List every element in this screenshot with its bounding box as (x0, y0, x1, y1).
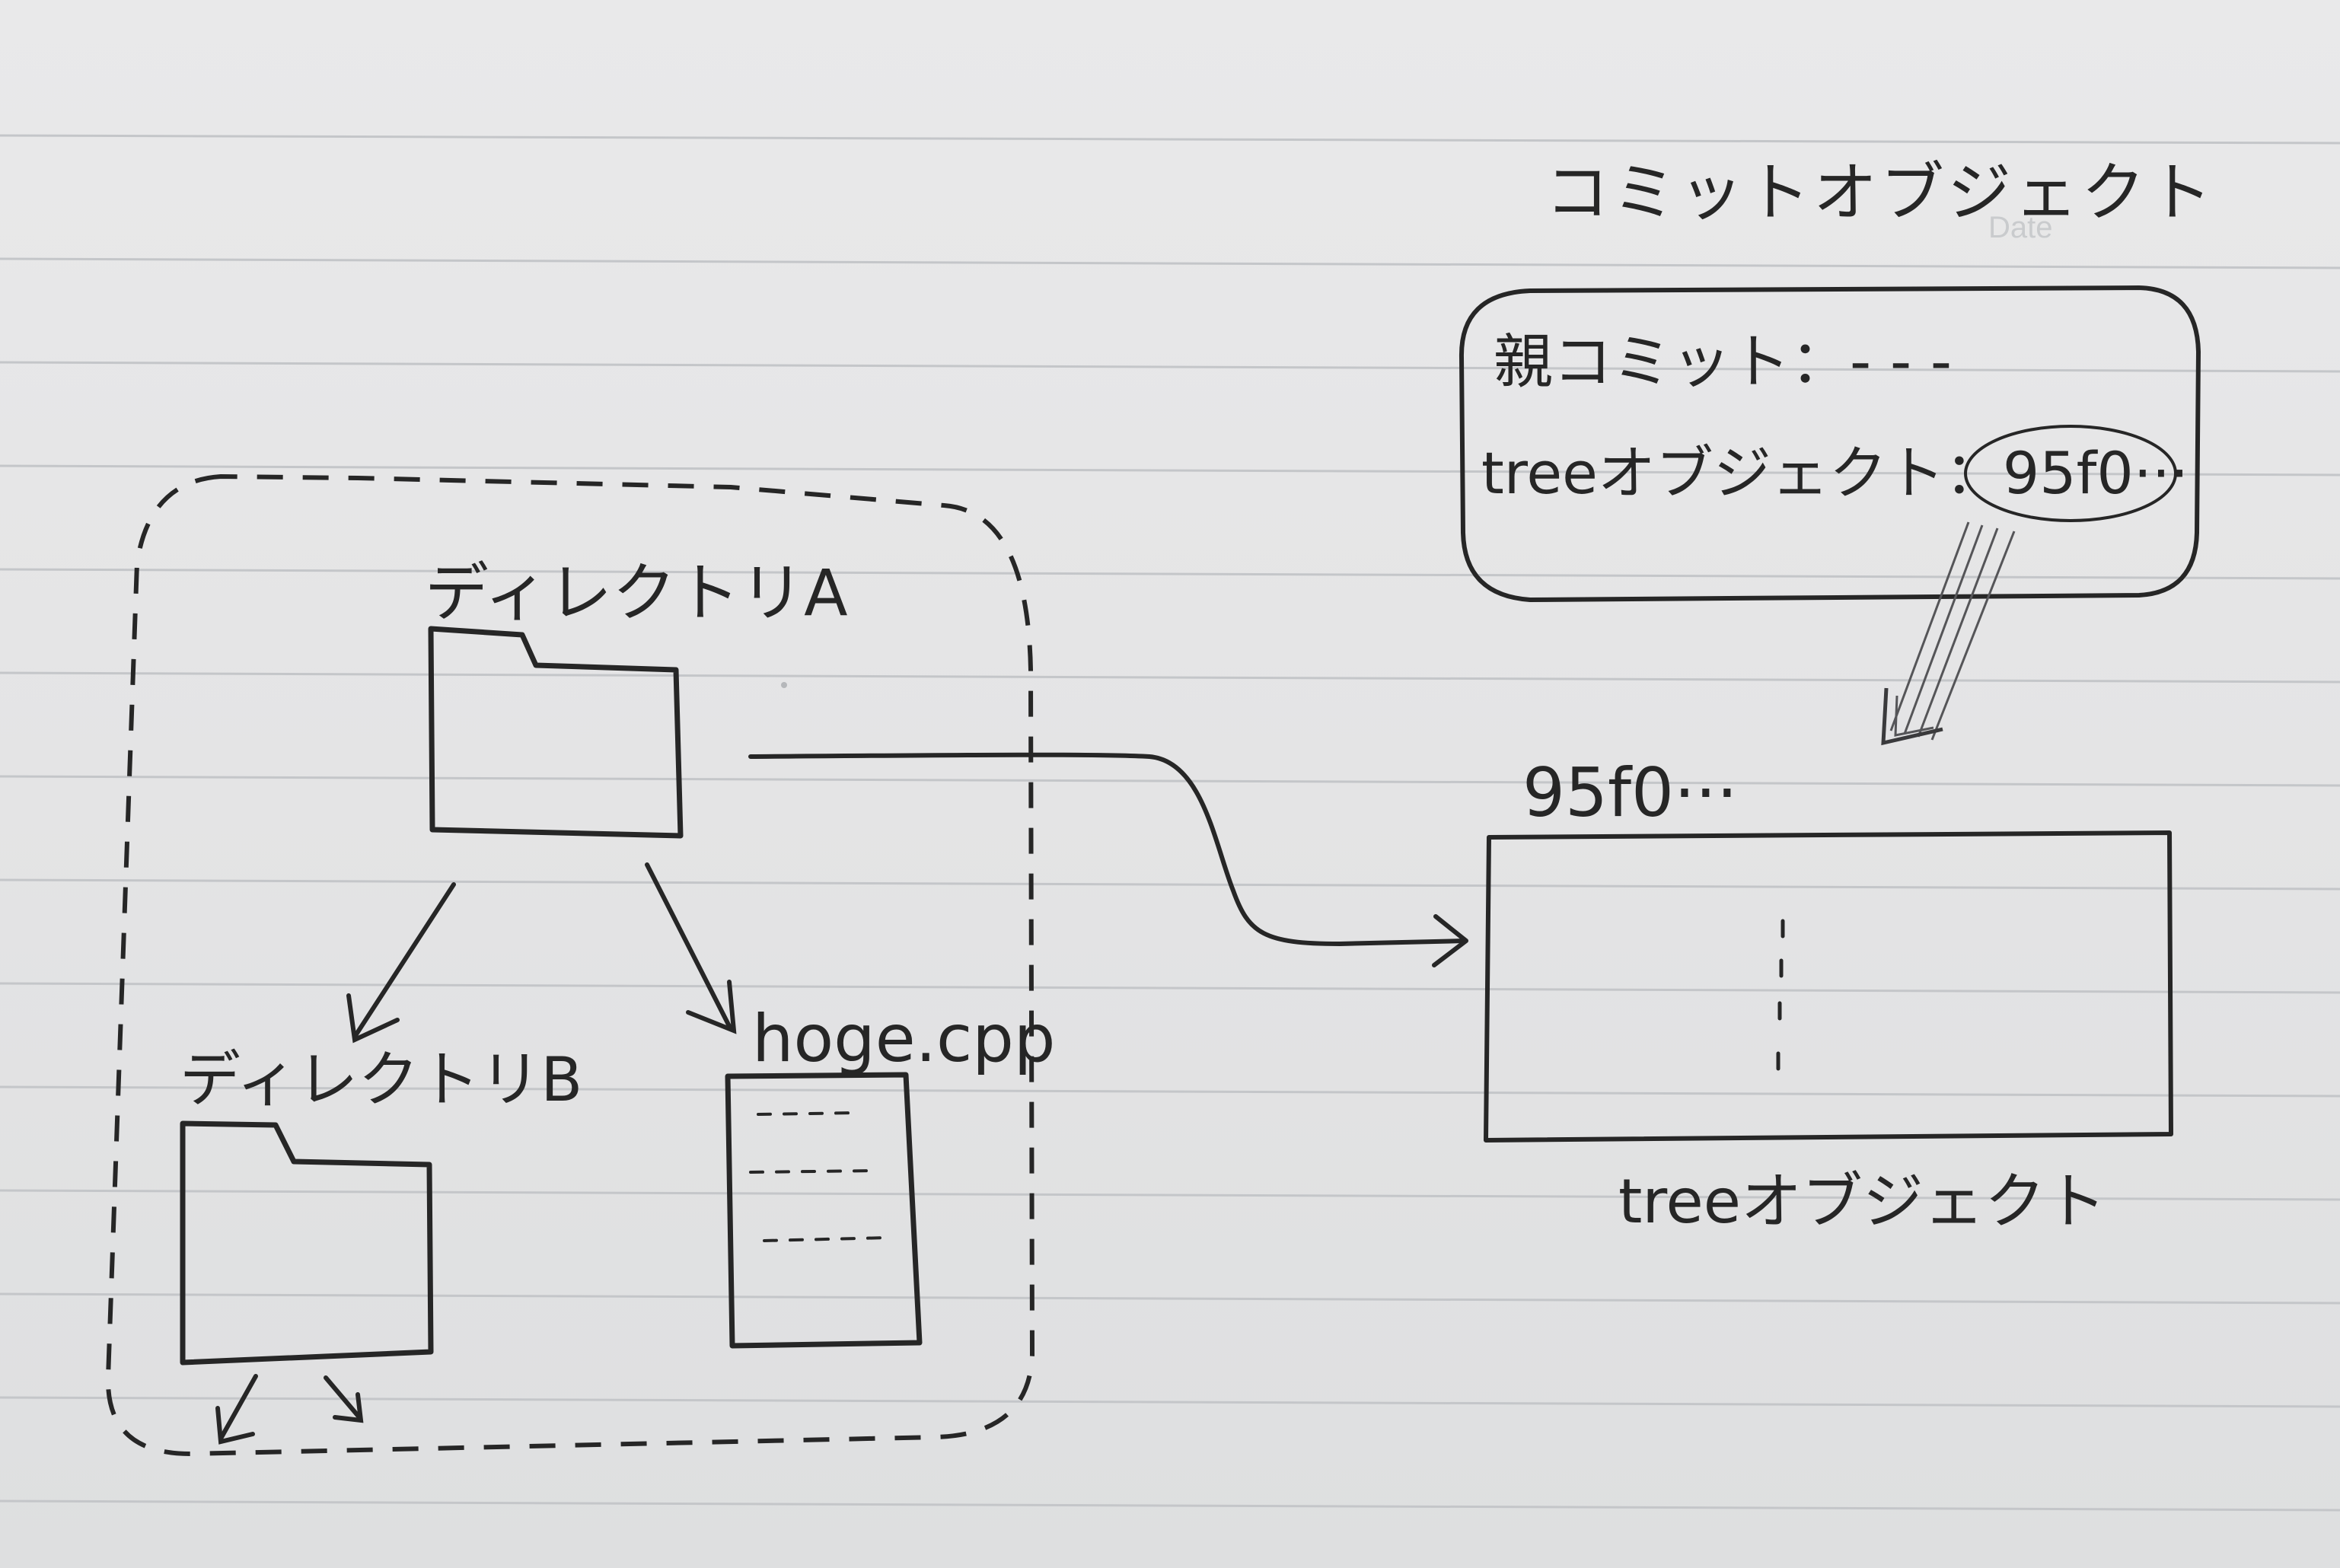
hash-highlight-circle (1964, 425, 2177, 522)
directory-b-child-arrows (215, 1374, 364, 1445)
directory-a-label: ディレクトリA (425, 556, 848, 630)
commit-object-title: コミットオブジェクト (1545, 155, 2215, 230)
arrow-a-to-b (352, 882, 456, 1039)
tree-ref-hash: 95f0··· (2003, 439, 2189, 507)
tree-ref-separator: ： (1945, 439, 2003, 507)
directory-to-tree-arrowhead (1432, 914, 1468, 967)
tree-object-hash-label: 95f0··· (1522, 754, 1738, 832)
directory-to-tree-arrow (748, 752, 1467, 947)
working-tree-boundary (105, 473, 1035, 1457)
tree-ref-key: treeオブジェクト (1481, 439, 1945, 507)
arrow-a-to-b-head (346, 993, 400, 1044)
ruled-lines (0, 134, 2340, 1512)
arrow-a-to-file (645, 862, 733, 1031)
paper-mark (781, 682, 787, 688)
tree-object-box (1484, 830, 2173, 1143)
tree-object-caption: treeオブジェクト (1618, 1166, 2106, 1237)
file-label: hoge.cpp (752, 1001, 1055, 1077)
directory-b-label: ディレクトリB (180, 1044, 582, 1115)
document-icon (725, 1072, 923, 1349)
arrow-a-to-file-head (686, 980, 737, 1034)
folder-icon (180, 1120, 434, 1366)
tree-object-ref-line: treeオブジェクト：95f0··· (1481, 439, 2189, 507)
date-label: Date (1988, 211, 2053, 244)
tree-object-ellipsis (1776, 919, 1785, 1071)
parent-commit-line: 親コミット：- - - (1494, 328, 1952, 397)
hash-reference-arrow (1881, 521, 2016, 746)
folder-icon (428, 626, 684, 839)
document-text-lines (749, 1111, 889, 1242)
commit-object-box (1459, 285, 2201, 602)
